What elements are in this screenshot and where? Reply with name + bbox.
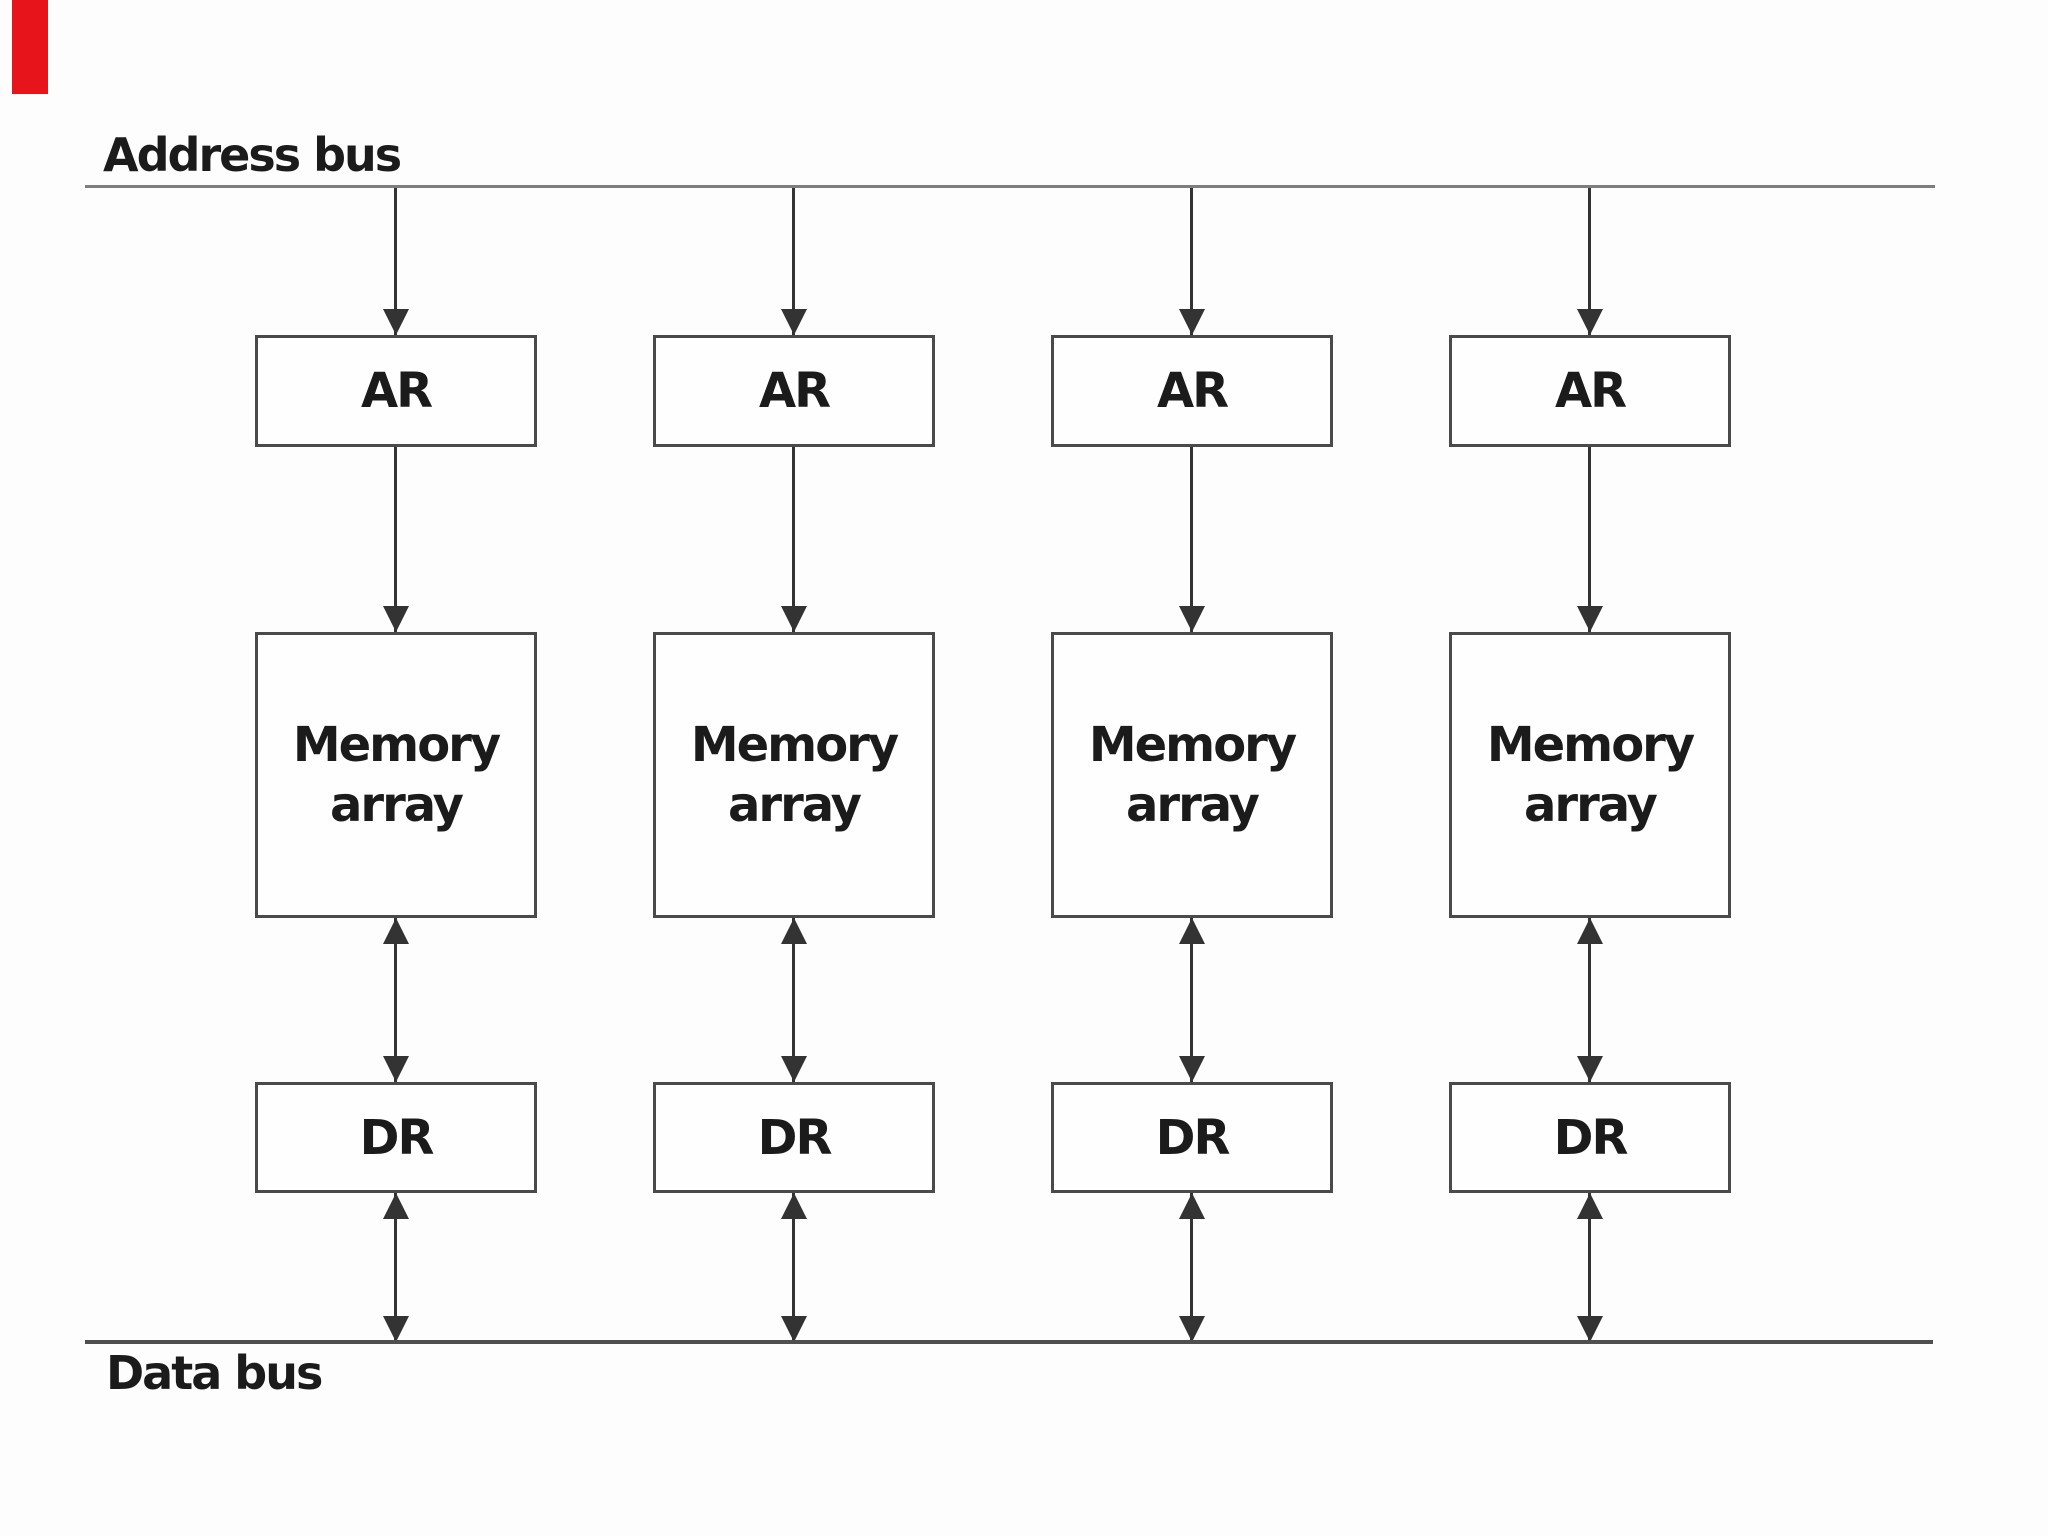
up-arrowhead-icon — [781, 1193, 807, 1219]
memory-to-dr-line — [1190, 918, 1193, 1082]
memory-to-dr-line — [792, 918, 795, 1082]
memory-array-box: Memory array — [653, 632, 935, 918]
ar-register-box: AR — [1449, 335, 1731, 447]
ar-label: AR — [1554, 363, 1627, 419]
down-arrowhead-icon — [1577, 309, 1603, 335]
data-bus-line — [85, 1340, 1933, 1344]
address-bus-line — [85, 185, 1935, 188]
memory-to-dr-line — [1588, 918, 1591, 1082]
dr-to-databus-line — [394, 1193, 397, 1342]
dr-to-databus-line — [1588, 1193, 1591, 1342]
address-to-ar-line — [1190, 188, 1193, 335]
dr-to-databus-line — [1190, 1193, 1193, 1342]
memory-array-box: Memory array — [1051, 632, 1333, 918]
memory-label-line2: array — [728, 777, 862, 833]
memory-array-box: Memory array — [255, 632, 537, 918]
dr-label: DR — [757, 1109, 833, 1166]
memory-label-line2: array — [1524, 777, 1658, 833]
dr-to-databus-line — [792, 1193, 795, 1342]
dr-register-box: DR — [255, 1082, 537, 1193]
dr-label: DR — [1155, 1109, 1231, 1166]
memory-label-line1: Memory — [690, 717, 899, 773]
address-bus-label: Address bus — [103, 128, 402, 182]
down-arrowhead-icon — [1577, 1056, 1603, 1082]
ar-to-memory-line — [394, 447, 397, 632]
ar-register-box: AR — [653, 335, 935, 447]
down-arrowhead-icon — [1577, 606, 1603, 632]
memory-label-line1: Memory — [1486, 717, 1695, 773]
memory-label-line2: array — [330, 777, 464, 833]
up-arrowhead-icon — [781, 918, 807, 944]
ar-to-memory-line — [792, 447, 795, 632]
address-to-ar-line — [792, 188, 795, 335]
ar-label: AR — [1156, 363, 1229, 419]
memory-bank-column: AR Memory array DR — [255, 188, 537, 1342]
memory-label-line1: Memory — [292, 717, 501, 773]
ar-to-memory-line — [1190, 447, 1193, 632]
memory-label-line2: array — [1126, 777, 1260, 833]
dr-register-box: DR — [1051, 1082, 1333, 1193]
down-arrowhead-icon — [781, 309, 807, 335]
dr-label: DR — [1553, 1109, 1629, 1166]
ar-to-memory-line — [1588, 447, 1591, 632]
down-arrowhead-icon — [781, 1316, 807, 1342]
memory-bank-column: AR Memory array DR — [653, 188, 935, 1342]
up-arrowhead-icon — [1179, 1193, 1205, 1219]
down-arrowhead-icon — [1179, 606, 1205, 632]
memory-to-dr-line — [394, 918, 397, 1082]
memory-bank-column: AR Memory array DR — [1449, 188, 1731, 1342]
red-marker — [12, 0, 48, 94]
up-arrowhead-icon — [1577, 1193, 1603, 1219]
up-arrowhead-icon — [383, 918, 409, 944]
ar-label: AR — [758, 363, 831, 419]
down-arrowhead-icon — [1179, 309, 1205, 335]
up-arrowhead-icon — [383, 1193, 409, 1219]
down-arrowhead-icon — [781, 606, 807, 632]
ar-register-box: AR — [1051, 335, 1333, 447]
memory-bank-column: AR Memory array DR — [1051, 188, 1333, 1342]
ar-register-box: AR — [255, 335, 537, 447]
down-arrowhead-icon — [1179, 1316, 1205, 1342]
down-arrowhead-icon — [1179, 1056, 1205, 1082]
down-arrowhead-icon — [383, 1056, 409, 1082]
memory-label-line1: Memory — [1088, 717, 1297, 773]
down-arrowhead-icon — [781, 1056, 807, 1082]
dr-label: DR — [359, 1109, 435, 1166]
address-to-ar-line — [394, 188, 397, 335]
down-arrowhead-icon — [383, 309, 409, 335]
ar-label: AR — [360, 363, 433, 419]
up-arrowhead-icon — [1179, 918, 1205, 944]
memory-array-box: Memory array — [1449, 632, 1731, 918]
down-arrowhead-icon — [383, 606, 409, 632]
dr-register-box: DR — [1449, 1082, 1731, 1193]
up-arrowhead-icon — [1577, 918, 1603, 944]
down-arrowhead-icon — [1577, 1316, 1603, 1342]
data-bus-label: Data bus — [106, 1346, 323, 1400]
dr-register-box: DR — [653, 1082, 935, 1193]
address-to-ar-line — [1588, 188, 1591, 335]
down-arrowhead-icon — [383, 1316, 409, 1342]
